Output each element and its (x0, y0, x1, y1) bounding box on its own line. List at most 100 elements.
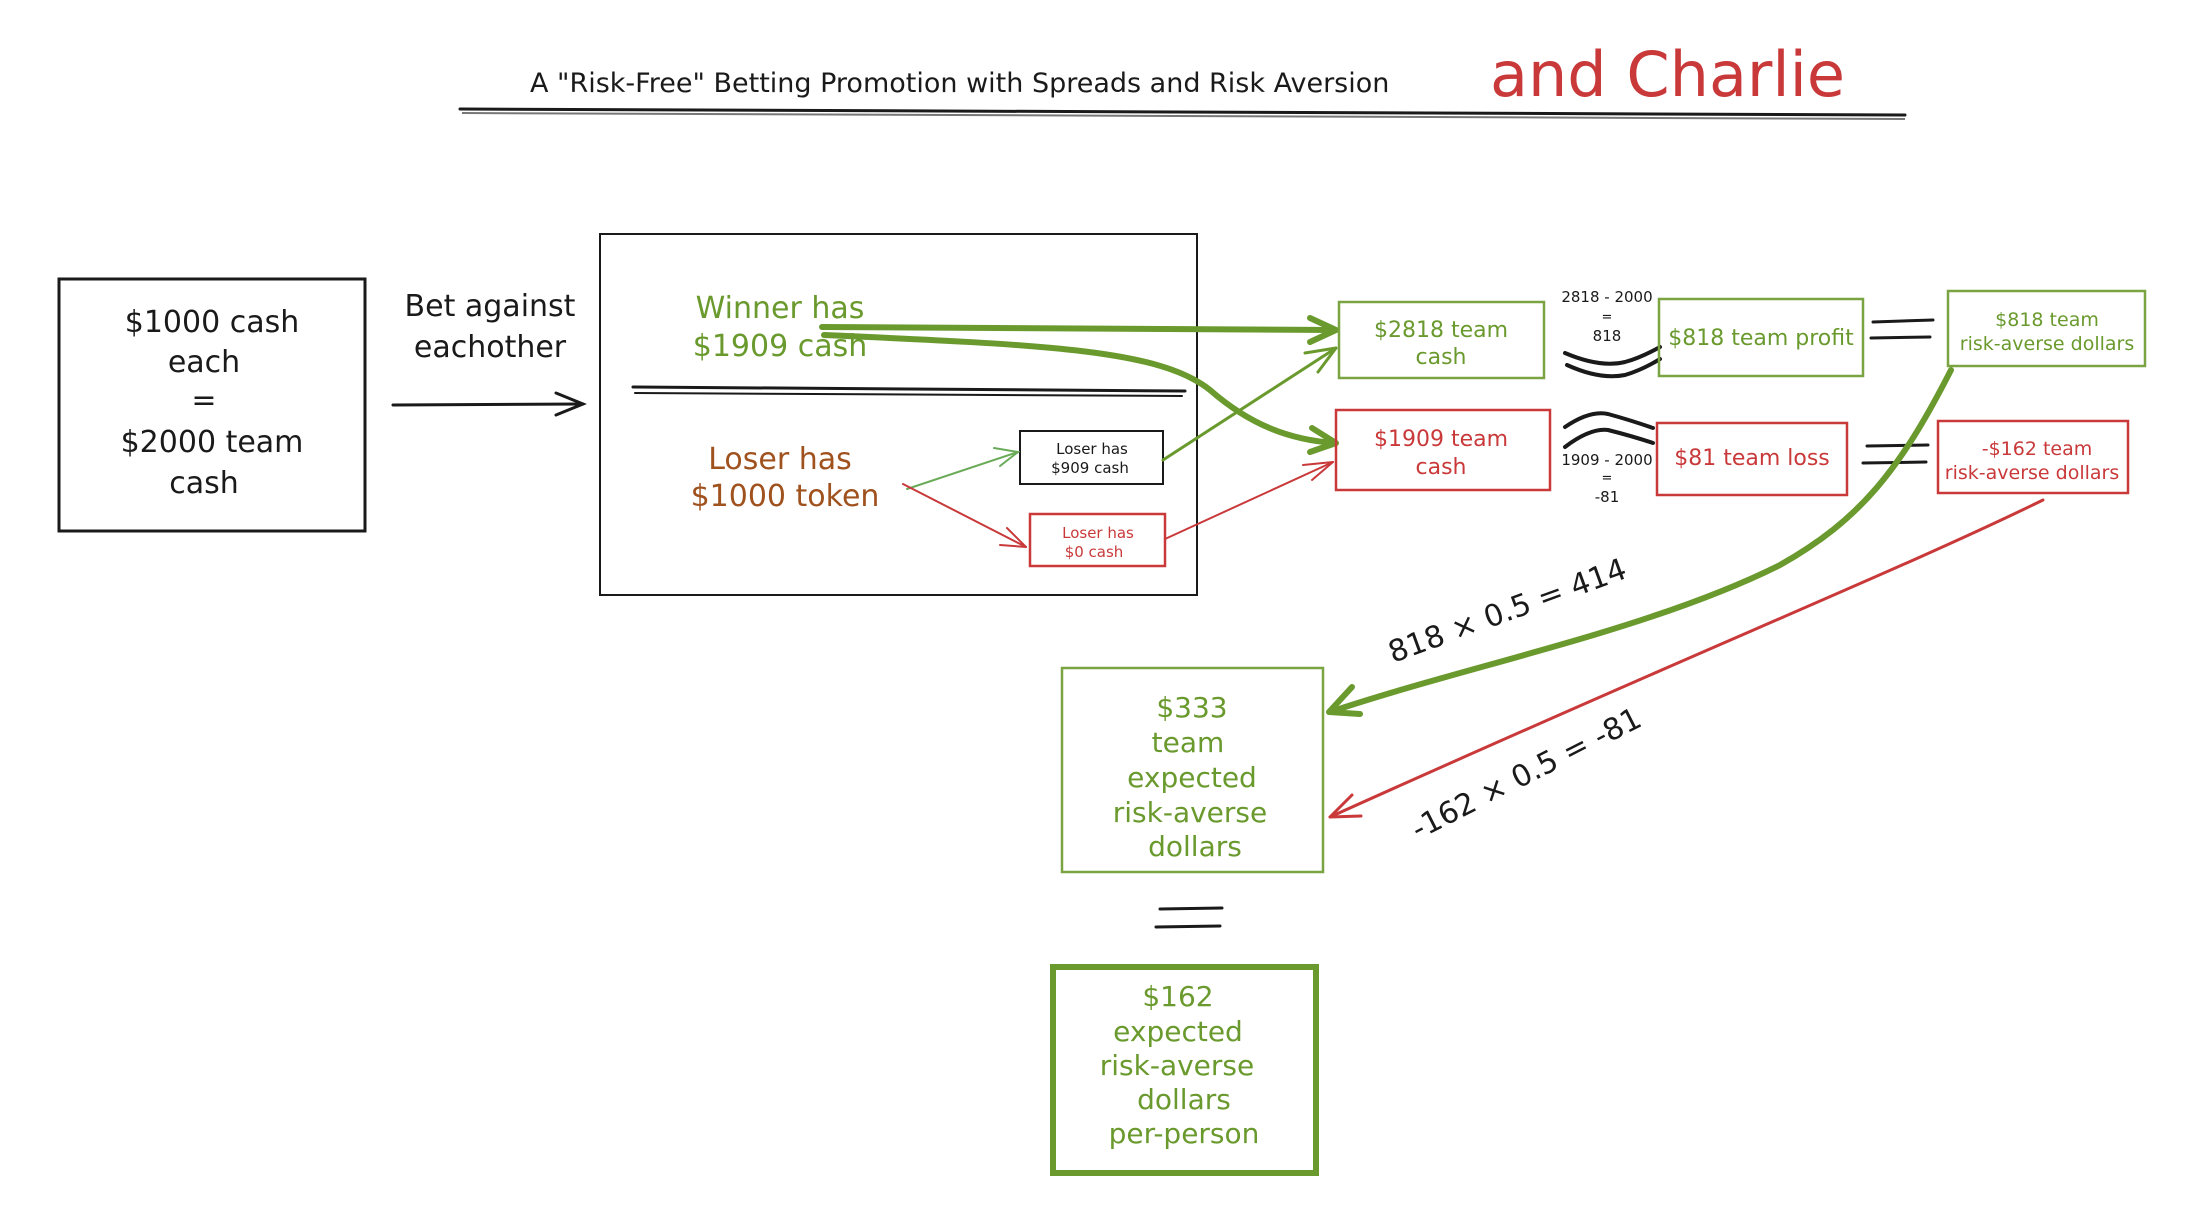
loser-0-line-2: $0 cash (1065, 543, 1124, 561)
token-win-arrow-head (993, 447, 1021, 467)
loser0-to-bad-arrow-head (1302, 461, 1334, 481)
start-box-line-5: cash (169, 466, 239, 501)
title-underline (458, 107, 1907, 117)
profit-group: $818 team profit (1657, 297, 1865, 378)
equals-bottom-bottom (1154, 924, 1222, 929)
loser909-to-good-arrow-head (1303, 346, 1338, 374)
calc-bad: 1909 - 2000 = -81 (1561, 411, 1655, 506)
start-box-line-2: each (168, 345, 240, 380)
loser-line-2: $1000 token (691, 479, 880, 514)
equals-bottom-top (1158, 906, 1224, 911)
loser-909-box (1019, 430, 1164, 485)
winner-to-good-arrow-head (1307, 315, 1339, 345)
team-cash-good-line-1: $2818 team (1374, 318, 1508, 343)
team-cash-bad-line-2: cash (1416, 455, 1467, 480)
loser-0-line-1: Loser has (1062, 524, 1134, 542)
team-cash-bad-line-1: $1909 team (1374, 427, 1508, 452)
bad-weight-arrow (1328, 498, 2045, 819)
profit-text: $818 team profit (1668, 326, 1854, 351)
expected-person-line-1: $162 (1142, 980, 1213, 1013)
equals-bad-top (1865, 443, 1930, 448)
expected-person-line-3: risk-averse (1100, 1049, 1254, 1082)
loser909-to-good-arrow (1161, 346, 1338, 462)
calc-bad-line-3: -81 (1595, 488, 1620, 506)
outcome-divider-1 (631, 385, 1187, 393)
loser-909-line-2: $909 cash (1051, 459, 1129, 477)
outcome-divider-2 (634, 392, 1183, 397)
bet-arrow-head (554, 391, 587, 417)
token-lose-arrow-shaft (902, 483, 1027, 548)
team-cash-bad: $1909 team cash (1334, 408, 1552, 492)
bet-arrow-group: Bet against eachother (391, 289, 587, 417)
team-cash-good: $2818 team cash (1337, 300, 1546, 380)
approx-bad-upper (1563, 411, 1655, 430)
calc-good: 2818 - 2000 = 818 (1561, 288, 1662, 379)
loser0-to-bad-arrow (1164, 461, 1334, 540)
bet-arrow-shaft (391, 402, 585, 407)
outcome-box: Winner has $1909 cash Loser has $1000 to… (599, 233, 1198, 596)
start-box-line-4: $2000 team (121, 425, 304, 460)
risk-averse-bad-box (1936, 419, 2130, 495)
team-cash-good-box (1337, 300, 1546, 380)
bet-label-line-2: eachother (414, 330, 567, 365)
winner-to-bad-arrow (821, 332, 1338, 446)
token-lose-arrow-head (999, 527, 1027, 548)
calc-bad-line-1: 1909 - 2000 (1561, 451, 1652, 469)
winner-line-1: Winner has (696, 291, 865, 326)
loss-group: $81 team loss (1655, 421, 1849, 497)
good-weight-arrow-head (1326, 684, 1363, 717)
good-weight-arrow (1327, 367, 1954, 715)
title-group: A "Risk-Free" Betting Promotion with Spr… (458, 38, 1907, 120)
equals-good-top (1871, 318, 1935, 324)
risk-averse-good: $818 team risk-averse dollars (1946, 289, 2147, 368)
risk-averse-good-line-2: risk-averse dollars (1960, 333, 2134, 355)
equals-good (1869, 318, 1935, 340)
expected-person-line-5: per-person (1109, 1117, 1260, 1150)
loss-text: $81 team loss (1674, 446, 1830, 471)
bad-weight-arrow-head (1328, 793, 1363, 819)
risk-averse-good-line-1: $818 team (1995, 309, 2099, 331)
approx-bad-lower (1563, 427, 1655, 449)
good-weight-label: 818 × 0.5 = 414 (1384, 552, 1632, 671)
team-cash-arrows (819, 315, 1339, 540)
calc-good-line-3: 818 (1593, 327, 1622, 345)
equals-good-bottom (1869, 335, 1932, 340)
calc-good-line-2: = (1602, 310, 1613, 325)
risk-averse-bad-line-1: -$162 team (1982, 438, 2093, 460)
risk-averse-bad-line-2: risk-averse dollars (1945, 462, 2119, 484)
team-cash-good-line-2: cash (1416, 345, 1467, 370)
calc-bad-line-2: = (1602, 471, 1613, 486)
expected-team-group: $333 team expected risk-averse dollars (1060, 666, 1325, 874)
profit-box (1657, 297, 1865, 378)
outcome-box-border (599, 233, 1198, 596)
title-suffix: and Charlie (1490, 38, 1845, 111)
expected-person-line-2: expected (1113, 1015, 1243, 1048)
expected-person-box (1050, 964, 1319, 1176)
start-box-line-3: = (191, 383, 216, 418)
risk-averse-good-box (1946, 289, 2147, 368)
expected-team-box (1060, 666, 1325, 874)
start-box-border (57, 277, 367, 533)
expected-team-line-5: dollars (1148, 830, 1242, 863)
title-underline-shadow (461, 112, 1906, 120)
title-text: A "Risk-Free" Betting Promotion with Spr… (530, 68, 1389, 99)
start-box-line-1: $1000 cash (125, 305, 300, 340)
risk-averse-bad: -$162 team risk-averse dollars (1936, 419, 2130, 495)
expected-team-line-1: $333 (1156, 691, 1227, 724)
expected-team-line-4: risk-averse (1113, 796, 1267, 829)
calc-good-line-1: 2818 - 2000 (1561, 288, 1652, 306)
expected-team-line-2: team (1152, 726, 1225, 759)
expected-person-line-4: dollars (1137, 1083, 1231, 1116)
team-cash-bad-box (1334, 408, 1552, 492)
approx-good-lower (1565, 357, 1662, 379)
expected-person-group: $162 expected risk-averse dollars per-pe… (1050, 964, 1319, 1176)
start-box: $1000 cash each = $2000 team cash (57, 277, 367, 533)
token-win-arrow-shaft (906, 451, 1019, 490)
approx-good-upper (1563, 345, 1662, 366)
loser-line-1: Loser has (708, 442, 852, 477)
loss-box (1655, 421, 1849, 497)
bad-weight-label: -162 × 0.5 = -81 (1406, 701, 1648, 847)
equals-bottom (1154, 906, 1224, 929)
winner-to-good-arrow (819, 324, 1338, 333)
